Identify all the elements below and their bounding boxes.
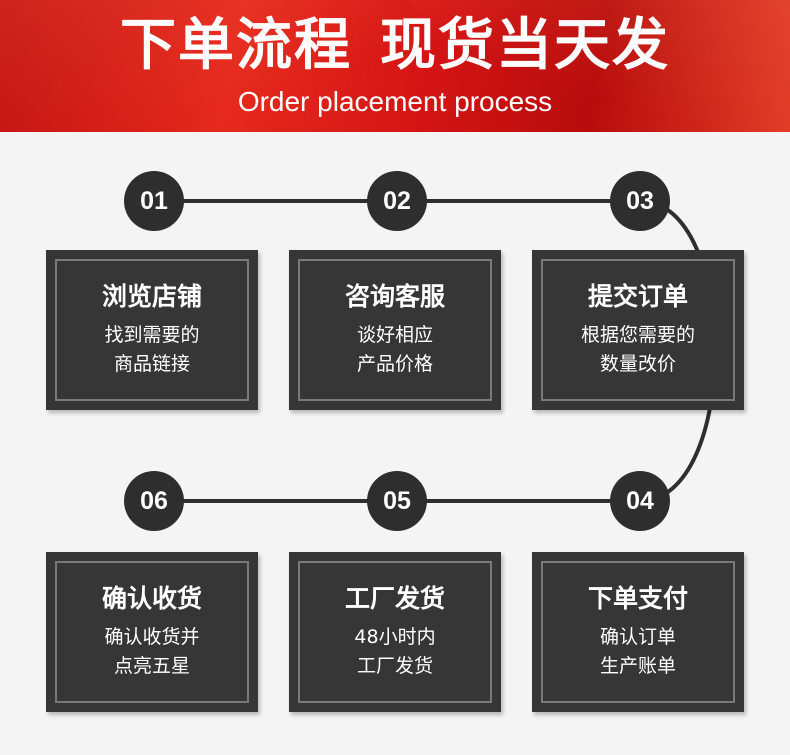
- step-desc-line: 根据您需要的: [580, 324, 695, 346]
- step-desc-line: 工厂发货: [356, 655, 433, 677]
- step-number-03: 03: [610, 171, 670, 231]
- step-description: 找到需要的 商品链接: [104, 321, 199, 379]
- step-card-frame: 确认收货 确认收货并 点亮五星: [55, 561, 249, 703]
- step-card-frame: 咨询客服 谈好相应 产品价格: [298, 259, 492, 401]
- step-card-frame: 下单支付 确认订单 生产账单: [541, 561, 735, 703]
- step-desc-line: 谈好相应: [356, 324, 433, 346]
- step-desc-line: 48小时内: [354, 626, 436, 648]
- header-banner: 下单流程现货当天发 Order placement process: [0, 0, 790, 132]
- title-order-process: 下单流程: [120, 13, 352, 78]
- step-title: 浏览店铺: [101, 282, 202, 311]
- step-title: 提交订单: [587, 282, 688, 311]
- step-description: 确认订单 生产账单: [600, 623, 676, 681]
- step-card-factory-shipping: 工厂发货 48小时内 工厂发货: [289, 552, 501, 712]
- page-subtitle: Order placement process: [237, 86, 553, 117]
- step-desc-line: 数量改价: [599, 353, 676, 375]
- step-desc-line: 确认订单: [599, 626, 676, 648]
- step-desc-line: 产品价格: [356, 353, 433, 375]
- step-desc-line: 商品链接: [113, 353, 190, 375]
- step-card-confirm-receipt: 确认收货 确认收货并 点亮五星: [46, 552, 258, 712]
- step-card-frame: 浏览店铺 找到需要的 商品链接: [55, 259, 249, 401]
- step-title: 咨询客服: [344, 282, 445, 311]
- step-card-browse-store: 浏览店铺 找到需要的 商品链接: [46, 250, 258, 410]
- step-number-02: 02: [367, 171, 427, 231]
- step-number-05: 05: [367, 471, 427, 531]
- step-desc-line: 点亮五星: [113, 655, 190, 677]
- step-description: 根据您需要的 数量改价: [581, 321, 695, 379]
- step-title: 下单支付: [587, 584, 688, 613]
- step-number-04: 04: [610, 471, 670, 531]
- step-description: 谈好相应 产品价格: [357, 321, 433, 379]
- step-card-submit-order: 提交订单 根据您需要的 数量改价: [532, 250, 744, 410]
- step-card-frame: 提交订单 根据您需要的 数量改价: [541, 259, 735, 401]
- step-desc-line: 生产账单: [599, 655, 676, 677]
- page-title: 下单流程现货当天发: [0, 10, 790, 82]
- step-number-01: 01: [124, 171, 184, 231]
- step-card-frame: 工厂发货 48小时内 工厂发货: [298, 561, 492, 703]
- title-same-day-shipping: 现货当天发: [380, 13, 670, 78]
- step-title: 工厂发货: [344, 584, 445, 613]
- step-number-06: 06: [124, 471, 184, 531]
- step-desc-line: 找到需要的: [104, 324, 200, 346]
- step-desc-line: 确认收货并: [104, 626, 200, 648]
- step-description: 48小时内 工厂发货: [354, 623, 435, 681]
- step-card-place-order-pay: 下单支付 确认订单 生产账单: [532, 552, 744, 712]
- step-card-consult-service: 咨询客服 谈好相应 产品价格: [289, 250, 501, 410]
- step-description: 确认收货并 点亮五星: [104, 623, 199, 681]
- step-title: 确认收货: [101, 584, 202, 613]
